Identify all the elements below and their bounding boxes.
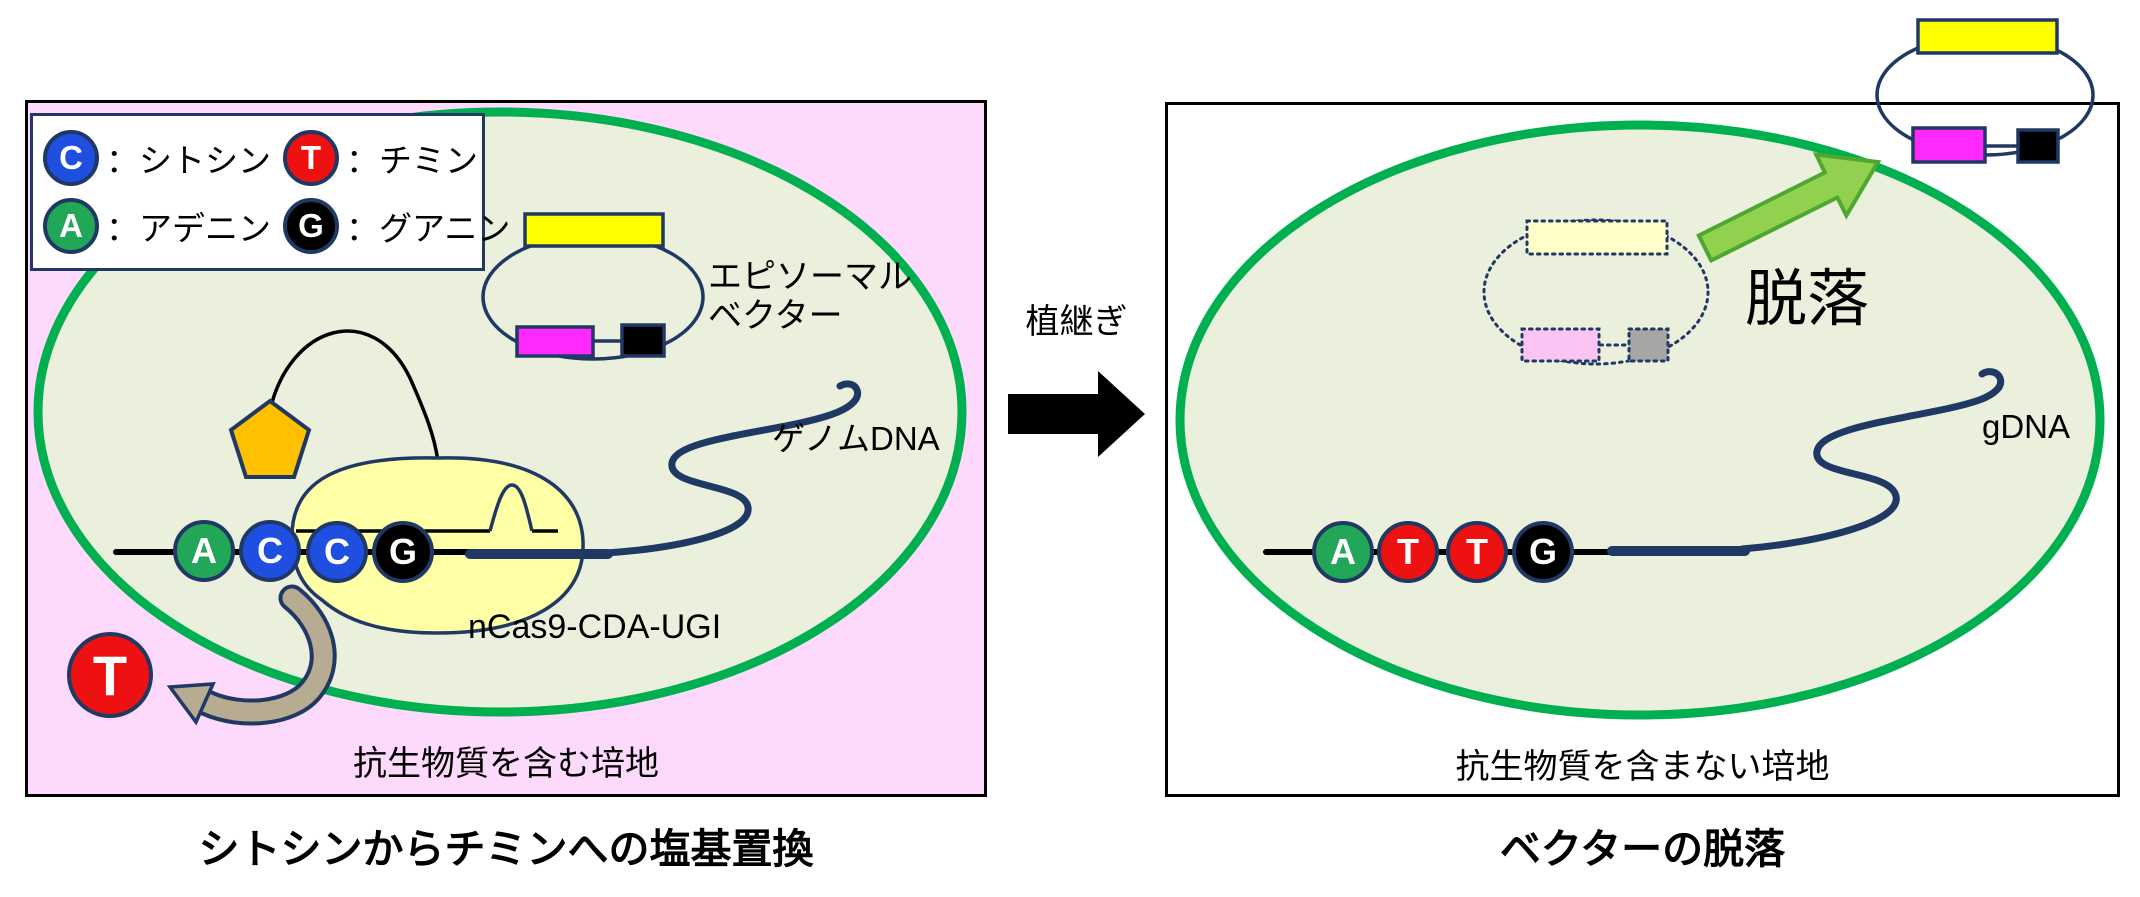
dropout-label: 脱落	[1745, 265, 1870, 334]
caption-left: シトシンからチミンへの塩基置換	[198, 826, 814, 872]
legend-label: ：チミン	[346, 142, 478, 179]
legend-label: ：グアニン	[346, 210, 511, 247]
caption-right: ベクターの脱落	[1499, 826, 1786, 872]
faded-vector	[1482, 218, 1710, 366]
base-circle-a: A	[1312, 521, 1374, 583]
episomal-vector-label: エピソーマル ベクター	[708, 258, 912, 336]
ugi-pentagon	[228, 398, 312, 479]
medium-label-left: 抗生物質を含む培地	[353, 745, 659, 783]
legend-item-adenine: A ：アデニン	[43, 198, 283, 254]
episomal-vector-label-line2: ベクター	[708, 297, 843, 336]
legend-item-guanine: G ：グアニン	[283, 198, 510, 254]
dropout-arrow	[1696, 152, 1882, 264]
legend-label: ：シトシン	[106, 142, 271, 179]
base-legend: C ：シトシン T ：チミン A ：アデニン G ：グアニン	[30, 113, 510, 271]
base-circle-g: G	[1512, 521, 1574, 583]
genomic-dna-squiggle-right	[1738, 368, 2005, 553]
transfer-arrow	[1008, 371, 1145, 457]
linker-arc	[268, 329, 440, 463]
cytosine-icon: C	[43, 130, 99, 186]
base-circle-c1: C	[239, 520, 301, 582]
ejected-thymine-circle: T	[67, 632, 153, 718]
genome-dna-label: ゲノムDNA	[772, 420, 940, 457]
enzyme-label: nCas9-CDA-UGI	[468, 608, 722, 646]
thymine-icon: T	[283, 130, 339, 186]
adenine-icon: A	[43, 198, 99, 254]
medium-label-right: 抗生物質を含まない培地	[1455, 748, 1830, 786]
legend-label: ：アデニン	[106, 210, 271, 247]
transfer-label: 植継ぎ	[1025, 303, 1128, 341]
genomic-dna-squiggle-left	[602, 380, 862, 557]
expelled-vector	[1875, 18, 2095, 164]
base-circle-t1: T	[1377, 521, 1439, 583]
gdna-label: gDNA	[1982, 408, 2071, 445]
nick-spike	[488, 483, 534, 532]
base-circle-g: G	[372, 521, 434, 583]
ejection-arrow	[166, 584, 337, 726]
cell-membrane-right	[1175, 120, 2105, 720]
episomal-vector	[481, 212, 705, 361]
base-circle-c2: C	[306, 521, 368, 583]
base-circle-t2: T	[1446, 521, 1508, 583]
episomal-vector-label-line1: エピソーマル	[708, 258, 912, 296]
guanine-icon: G	[283, 198, 339, 254]
enzyme-blob	[290, 456, 585, 635]
legend-item-thymine: T ：チミン	[283, 130, 510, 186]
base-circle-a: A	[173, 520, 235, 582]
legend-item-cytosine: C ：シトシン	[43, 130, 283, 186]
